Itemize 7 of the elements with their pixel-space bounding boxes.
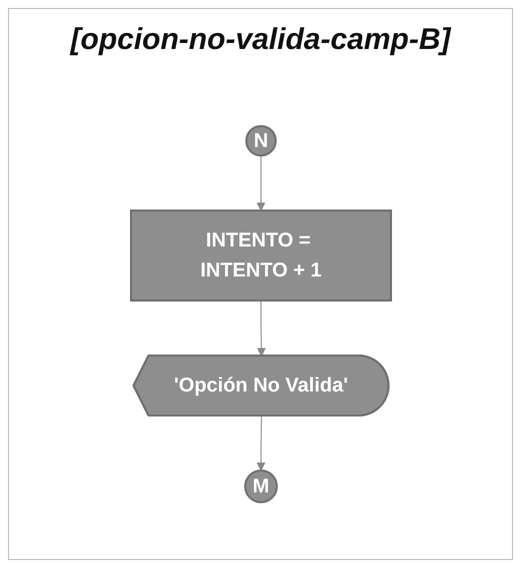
node-circle: M: [244, 470, 278, 504]
node-circle: N: [244, 125, 276, 157]
diagram-title: [opcion-no-valida-camp-B]: [68, 23, 452, 57]
arrow: [256, 300, 266, 356]
arrow: [256, 416, 265, 471]
node-box: INTENTO = INTENTO + 1: [130, 210, 392, 302]
arrow: [256, 155, 265, 211]
